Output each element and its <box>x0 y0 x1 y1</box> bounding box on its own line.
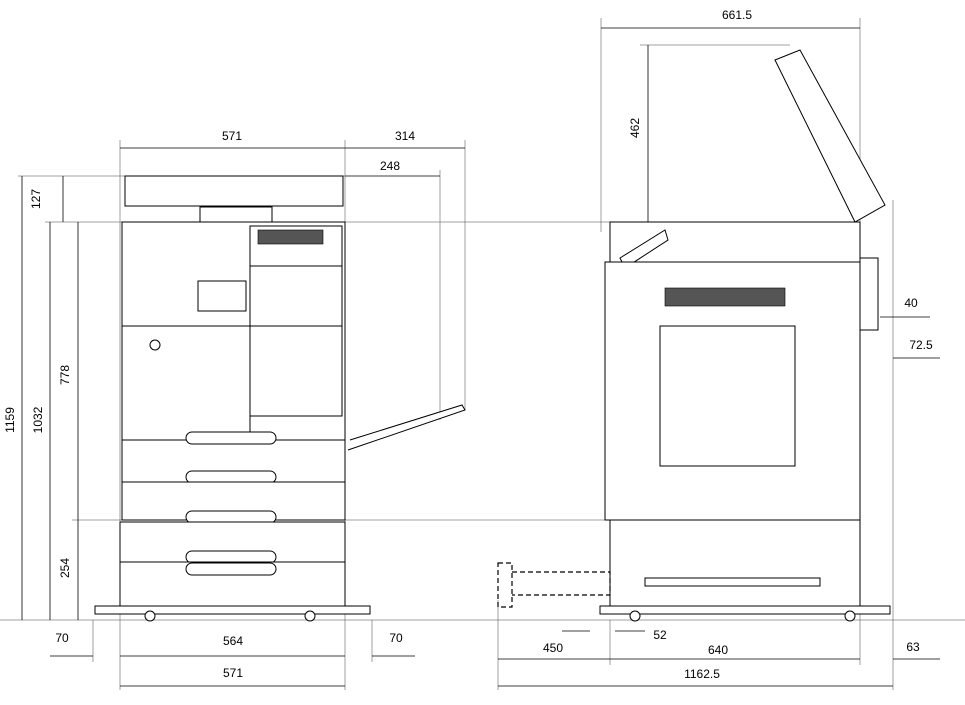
dim-lower-cabinet-height: 254 <box>58 558 72 578</box>
front-view-printer <box>94 175 466 622</box>
dim-height-without-adf: 1032 <box>31 406 45 433</box>
drawer-outline <box>497 562 513 608</box>
dim-total-depth: 1162.5 <box>684 667 720 681</box>
dim-base-width: 564 <box>223 634 243 648</box>
dim-total-height: 1159 <box>3 407 17 433</box>
dim-side-protrusion: 40 <box>904 296 918 310</box>
dim-front-width-bottom: 571 <box>223 666 243 680</box>
dim-right-foot-offset: 70 <box>389 631 403 645</box>
dim-side-total-depth-top: 661.5 <box>722 8 752 22</box>
dim-tray-extension-inner: 248 <box>380 159 400 173</box>
dim-main-unit-height: 778 <box>58 365 72 385</box>
dim-adf-height: 127 <box>29 189 43 209</box>
dim-front-width-top: 571 <box>222 129 242 143</box>
dimension-lines <box>21 27 940 687</box>
dimension-labels: 661.5 571 314 248 127 462 1159 1032 778 … <box>3 8 933 681</box>
dim-left-foot-offset: 70 <box>55 631 69 645</box>
dim-front-offset: 52 <box>653 628 667 642</box>
dim-rear-offset: 63 <box>906 640 920 654</box>
dim-side-depth: 640 <box>708 643 728 657</box>
dim-drawer-extension: 450 <box>543 641 563 655</box>
side-view-printer <box>497 49 891 622</box>
dim-tray-extension-full: 314 <box>395 129 415 143</box>
dim-side-right-offset: 72.5 <box>909 338 933 352</box>
dim-lid-open-height: 462 <box>628 118 642 138</box>
